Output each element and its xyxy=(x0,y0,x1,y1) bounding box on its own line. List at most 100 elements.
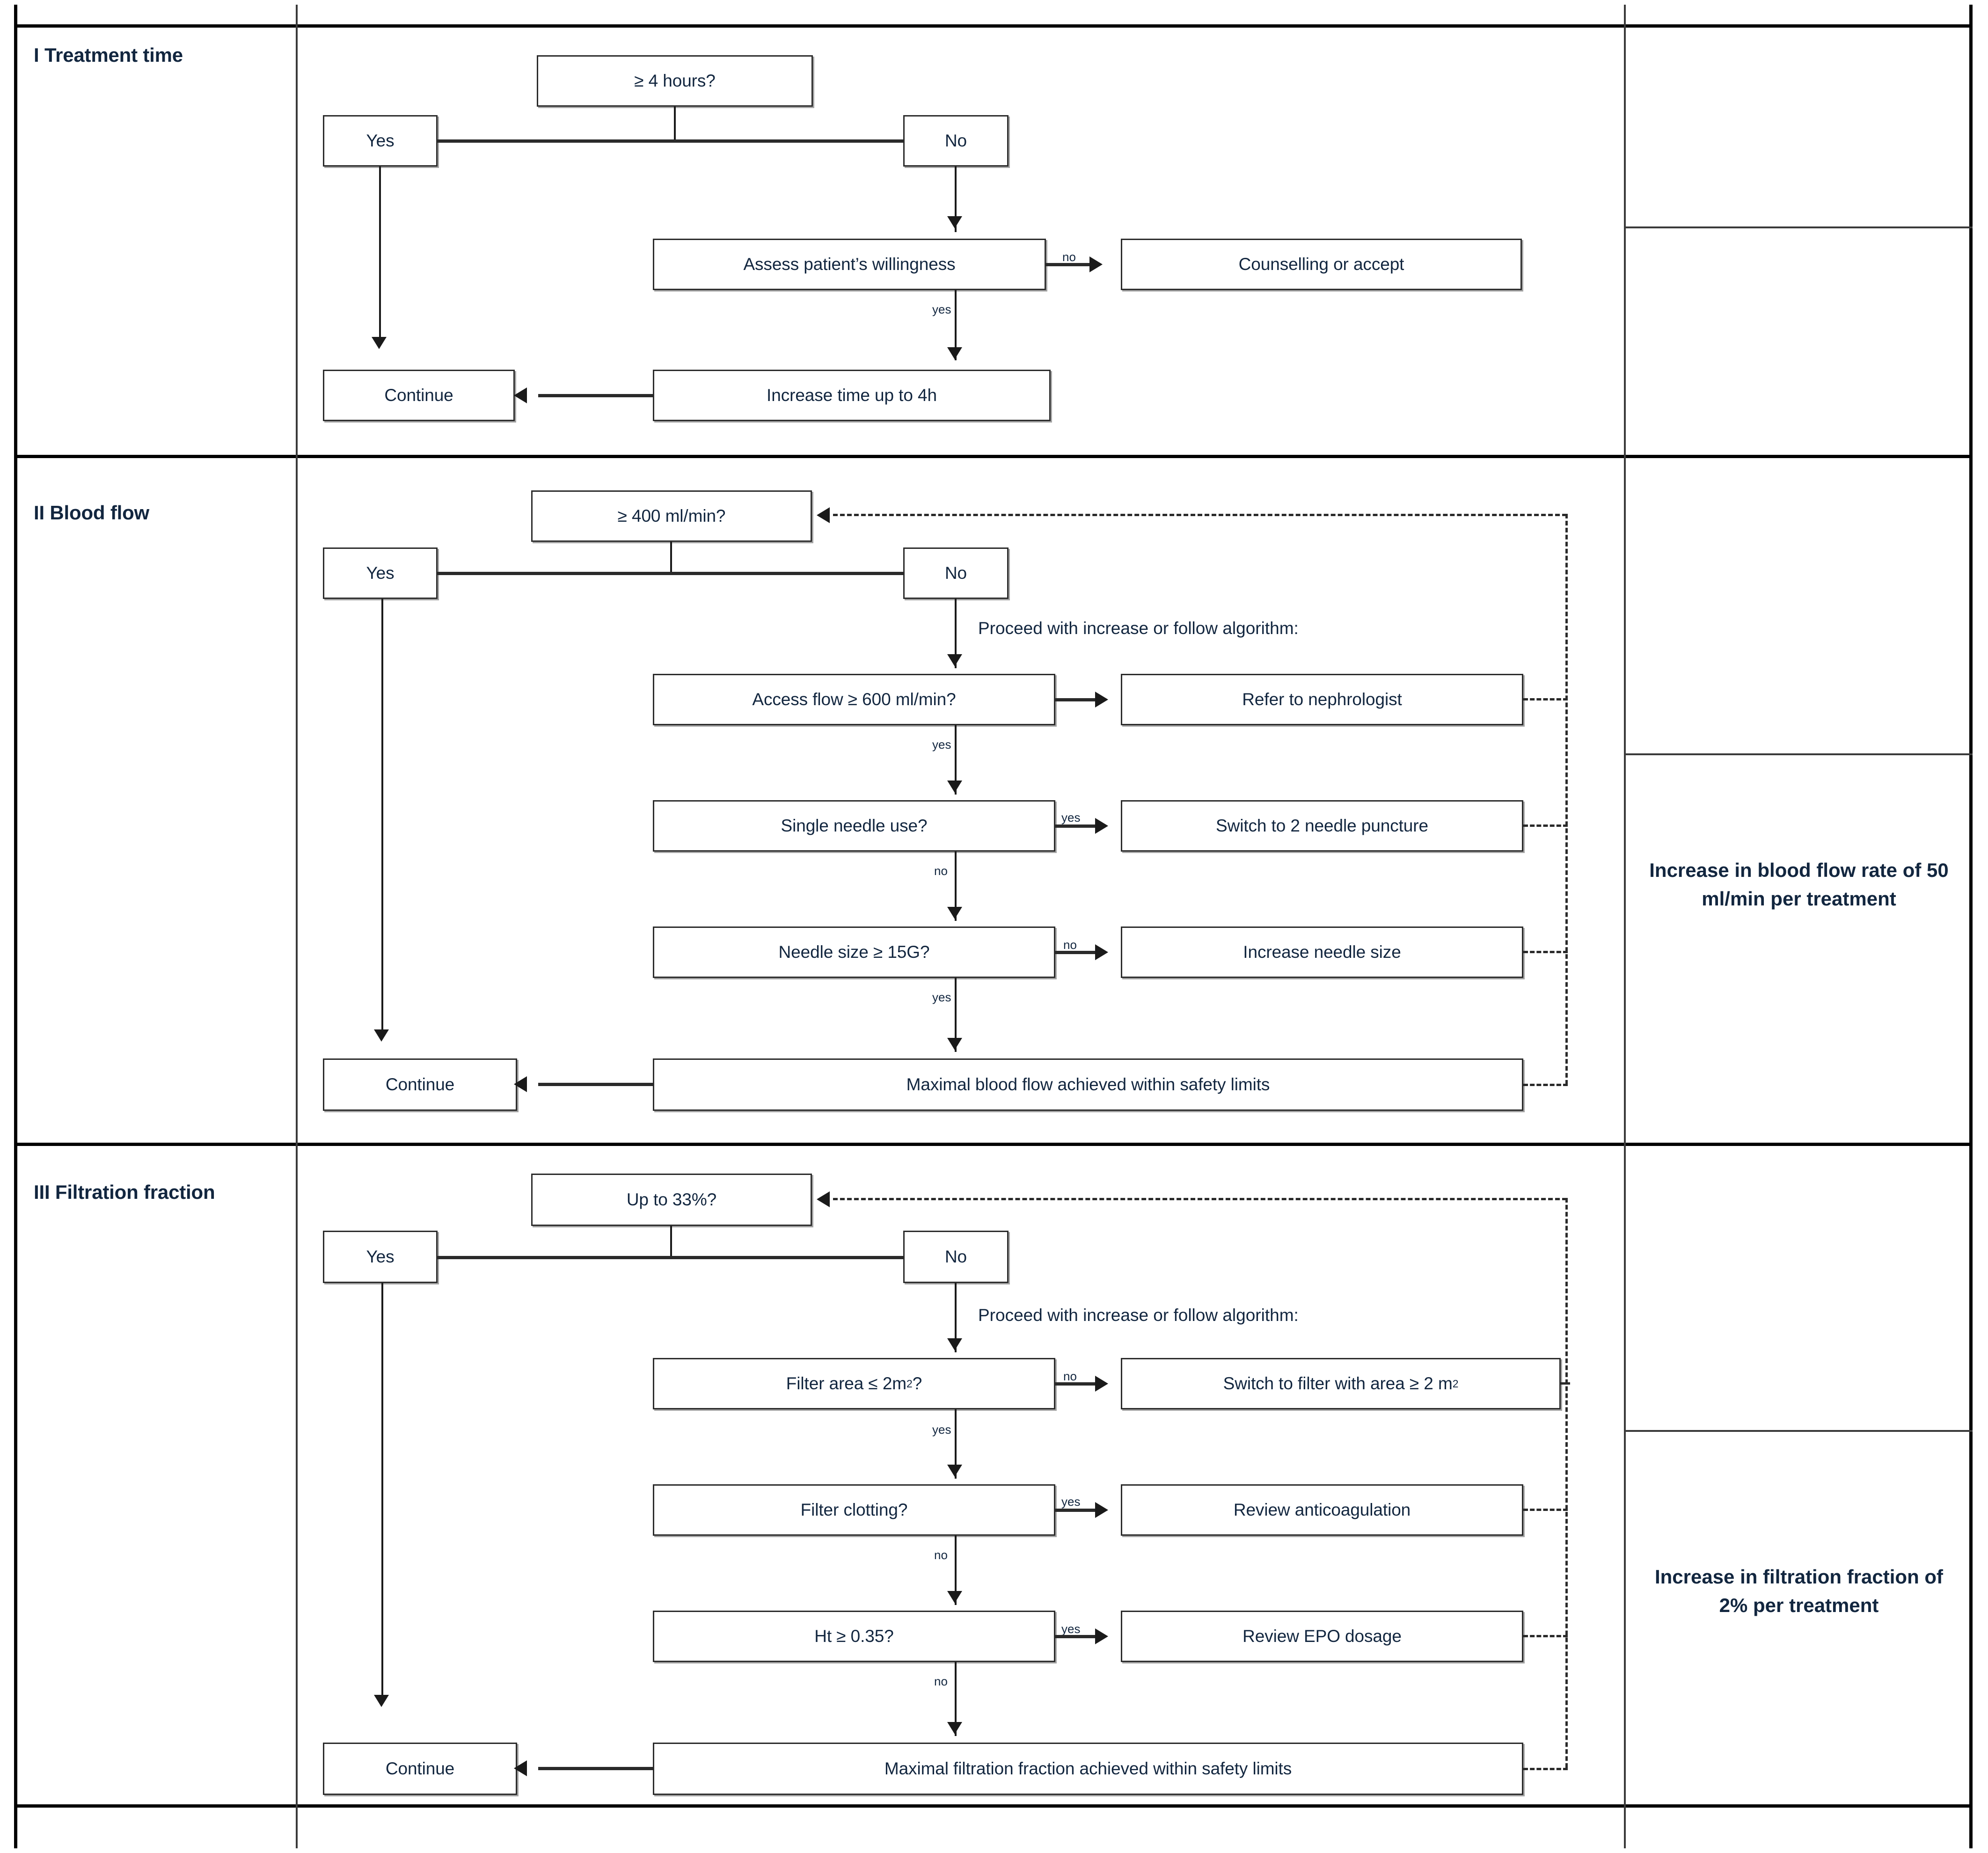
connector-filter-area-to-switch xyxy=(1055,1382,1100,1386)
no-box-blood-flow[interactable]: No xyxy=(903,547,1009,599)
arrowhead-clotting-ht xyxy=(947,1591,962,1603)
feedback-stub-increase-needle xyxy=(1523,951,1568,953)
decision-filtration-fraction[interactable]: Up to 33%? xyxy=(531,1174,812,1226)
connector-assess-to-increase-time xyxy=(955,290,957,360)
connector-decision-stem-3 xyxy=(670,1226,672,1258)
action-switch-two-needle[interactable]: Switch to 2 needle puncture xyxy=(1121,800,1523,852)
action-increase-needle-size[interactable]: Increase needle size xyxy=(1121,926,1523,978)
yes-box-filtration-fraction[interactable]: Yes xyxy=(323,1231,438,1283)
continue-box-filtration-fraction[interactable]: Continue xyxy=(323,1743,517,1795)
connector-access-to-single-needle xyxy=(955,725,957,795)
section-label-filtration-fraction: III Filtration fraction xyxy=(34,1181,215,1203)
continue-box-treatment-time[interactable]: Continue xyxy=(323,370,515,421)
connector-needle-size-to-terminal xyxy=(955,978,957,1052)
edge-label-filter-area-yes: yes xyxy=(932,1423,951,1437)
arrowhead-yes-continue-3 xyxy=(374,1695,389,1707)
feedback-stub-epo xyxy=(1523,1635,1568,1637)
connector-yes-no-bus-2 xyxy=(437,572,904,575)
edge-label-ht-no: no xyxy=(934,1674,948,1688)
decision-treatment-time[interactable]: ≥ 4 hours? xyxy=(537,55,813,107)
connector-access-to-refer xyxy=(1055,698,1100,701)
action-counselling-or-accept[interactable]: Counselling or accept xyxy=(1121,239,1522,290)
connector-decision-stem-2 xyxy=(670,542,672,574)
step-assess-willingness[interactable]: Assess patient’s willingness xyxy=(653,239,1046,290)
feedback-stub-switch-filter xyxy=(1561,1382,1570,1385)
connector-yes-to-continue-2 xyxy=(381,599,383,1036)
arrowhead-ht-epo xyxy=(1095,1628,1108,1644)
connector-ht-to-epo xyxy=(1055,1635,1100,1638)
edge-label-assess-yes: yes xyxy=(932,302,951,316)
edge-label-single-needle-no: no xyxy=(934,864,948,878)
connector-needle-size-to-increase xyxy=(1055,951,1100,954)
step-access-flow[interactable]: Access flow ≥ 600 ml/min? xyxy=(653,674,1055,725)
arrowhead-increase-continue-1 xyxy=(514,387,527,403)
arrowhead-single-needle-needle-size xyxy=(947,907,962,919)
edge-label-filter-clotting-yes: yes xyxy=(1061,1495,1081,1509)
feedback-stub-terminal-3 xyxy=(1523,1768,1568,1770)
feedback-stub-anticoagulation xyxy=(1523,1509,1568,1511)
arrowhead-single-needle-switch xyxy=(1095,818,1108,834)
caption-blood-flow: Proceed with increase or follow algorith… xyxy=(978,619,1299,638)
terminal-maximal-filtration-fraction[interactable]: Maximal filtration fraction achieved wit… xyxy=(653,1743,1523,1795)
arrowhead-no-access-flow xyxy=(947,654,962,666)
table-column-divider-1 xyxy=(296,5,298,1848)
connector-yes-no-bus-3 xyxy=(437,1256,904,1259)
table-top-border xyxy=(14,24,1973,28)
connector-assess-to-counselling xyxy=(1046,263,1093,266)
table-column-divider-2 xyxy=(1624,5,1626,1848)
step-ht[interactable]: Ht ≥ 0.35? xyxy=(653,1611,1055,1662)
edge-label-filter-clotting-no: no xyxy=(934,1548,948,1562)
edge-label-filter-area-no: no xyxy=(1063,1369,1077,1383)
right-column-subdivider-2 xyxy=(1624,753,1973,755)
connector-terminal-to-continue-2 xyxy=(538,1083,654,1086)
action-review-epo[interactable]: Review EPO dosage xyxy=(1121,1611,1523,1662)
edge-label-assess-no: no xyxy=(1062,250,1076,264)
yes-box-treatment-time[interactable]: Yes xyxy=(323,115,438,167)
connector-increase-to-continue-1 xyxy=(538,394,654,397)
action-refer-nephrologist[interactable]: Refer to nephrologist xyxy=(1121,674,1523,725)
edge-label-needle-size-yes: yes xyxy=(932,990,951,1004)
connector-clotting-to-anticoagulation xyxy=(1055,1509,1100,1512)
arrowhead-terminal-continue-3 xyxy=(514,1760,527,1776)
arrowhead-needle-size-increase xyxy=(1095,944,1108,960)
connector-clotting-to-ht xyxy=(955,1536,957,1605)
edge-label-ht-yes: yes xyxy=(1061,1622,1081,1636)
step-needle-size[interactable]: Needle size ≥ 15G? xyxy=(653,926,1055,978)
step-single-needle[interactable]: Single needle use? xyxy=(653,800,1055,852)
action-increase-time[interactable]: Increase time up to 4h xyxy=(653,370,1051,421)
connector-yes-to-continue-3 xyxy=(381,1283,383,1702)
no-box-filtration-fraction[interactable]: No xyxy=(903,1231,1009,1283)
connector-yes-no-bus-1 xyxy=(437,139,904,143)
connector-yes-to-continue-1 xyxy=(379,167,381,344)
continue-box-blood-flow[interactable]: Continue xyxy=(323,1058,517,1111)
right-column-subdivider-1 xyxy=(1624,226,1973,228)
arrowhead-feedback-3 xyxy=(817,1191,830,1207)
table-bottom-border xyxy=(14,1804,1973,1808)
right-column-subdivider-3 xyxy=(1624,1430,1973,1432)
arrowhead-ht-terminal xyxy=(947,1722,962,1734)
table-right-border xyxy=(1969,5,1973,1848)
yes-box-blood-flow[interactable]: Yes xyxy=(323,547,438,599)
arrowhead-assess-increase xyxy=(947,347,962,359)
terminal-maximal-blood-flow[interactable]: Maximal blood flow achieved within safet… xyxy=(653,1058,1523,1111)
arrowhead-assess-counselling xyxy=(1089,256,1103,272)
step-filter-area-text: Filter area ≤ 2m xyxy=(786,1374,907,1393)
table-row-divider-1 xyxy=(14,455,1973,458)
connector-no-to-access-flow xyxy=(955,599,957,668)
arrowhead-terminal-continue-2 xyxy=(514,1076,527,1092)
edge-label-access-yes: yes xyxy=(932,737,951,751)
connector-ht-to-terminal xyxy=(955,1662,957,1736)
decision-blood-flow[interactable]: ≥ 400 ml/min? xyxy=(531,490,812,542)
no-box-treatment-time[interactable]: No xyxy=(903,115,1009,167)
arrowhead-yes-continue-1 xyxy=(372,337,387,349)
feedback-dashed-top-3 xyxy=(833,1198,1567,1200)
action-review-anticoagulation[interactable]: Review anticoagulation xyxy=(1121,1484,1523,1536)
feedback-stub-refer xyxy=(1523,698,1568,700)
feedback-stub-switch-needle xyxy=(1523,824,1568,827)
table-left-border xyxy=(14,5,17,1848)
step-filter-clotting[interactable]: Filter clotting? xyxy=(653,1484,1055,1536)
step-filter-area-tail: ? xyxy=(912,1374,922,1393)
